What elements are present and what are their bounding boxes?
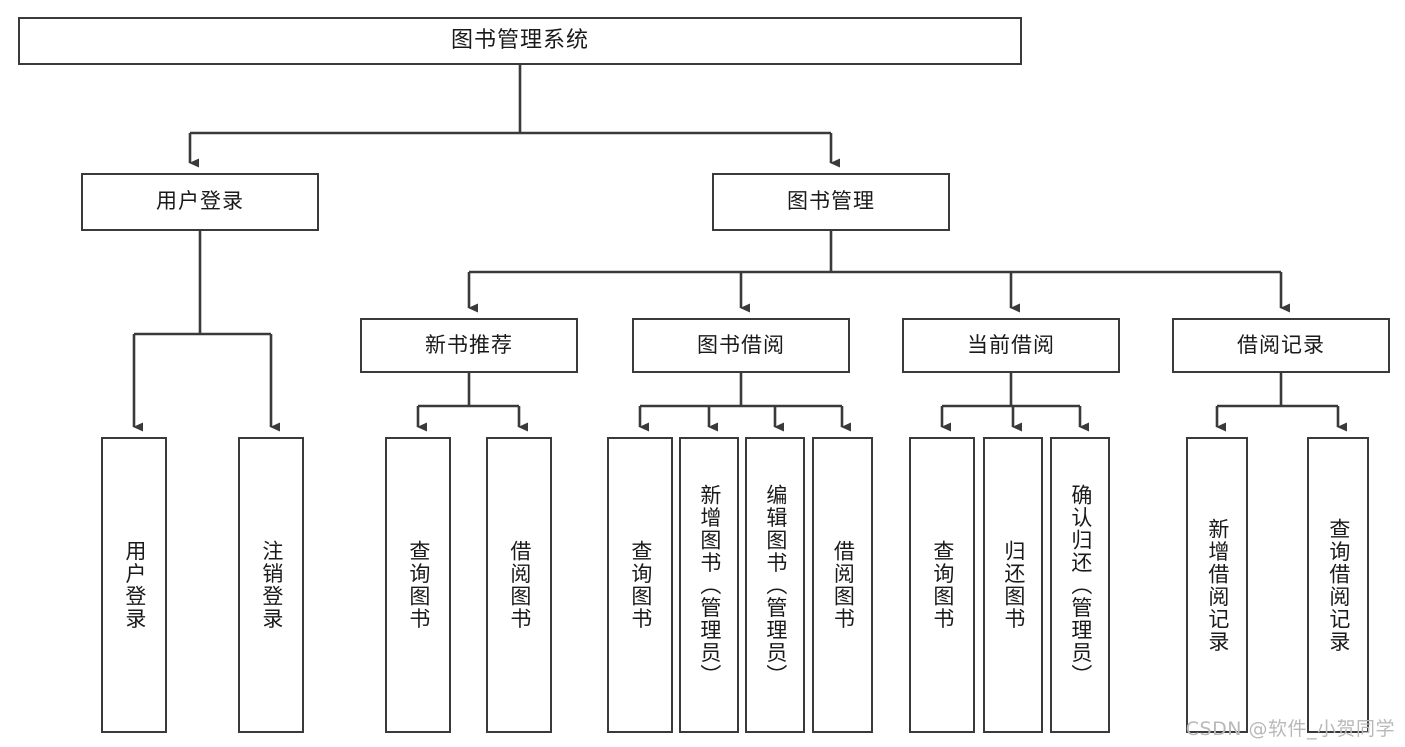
node-current-borrow[interactable]: 当前借阅 [902, 318, 1120, 373]
leaf-add-book-admin[interactable]: 新增图书（管理员） [679, 437, 739, 733]
leaf-return-book[interactable]: 归还图书 [983, 437, 1043, 733]
csdn-watermark: CSDN @软件_小贺同学 [1185, 718, 1395, 740]
leaf-add-borrow-record[interactable]: 新增借阅记录 [1186, 437, 1248, 733]
node-book-borrow[interactable]: 图书借阅 [632, 318, 850, 373]
leaf-user-login[interactable]: 用户登录 [101, 437, 167, 733]
node-root[interactable]: 图书管理系统 [18, 17, 1022, 65]
leaf-borrow-book[interactable]: 借阅图书 [812, 437, 873, 733]
node-borrow-record[interactable]: 借阅记录 [1172, 318, 1390, 373]
leaf-query-book-recommend[interactable]: 查询图书 [385, 437, 451, 733]
node-book-management[interactable]: 图书管理 [712, 173, 950, 231]
leaf-confirm-return-admin[interactable]: 确认归还（管理员） [1050, 437, 1110, 733]
leaf-query-book-borrow[interactable]: 查询图书 [607, 437, 673, 733]
leaf-query-book-current[interactable]: 查询图书 [909, 437, 975, 733]
leaf-borrow-book-recommend[interactable]: 借阅图书 [486, 437, 552, 733]
node-user-login[interactable]: 用户登录 [81, 173, 319, 231]
leaf-edit-book-admin[interactable]: 编辑图书（管理员） [745, 437, 805, 733]
leaf-logout[interactable]: 注销登录 [238, 437, 304, 733]
leaf-query-borrow-record[interactable]: 查询借阅记录 [1307, 437, 1369, 733]
node-new-book-recommend[interactable]: 新书推荐 [360, 318, 578, 373]
